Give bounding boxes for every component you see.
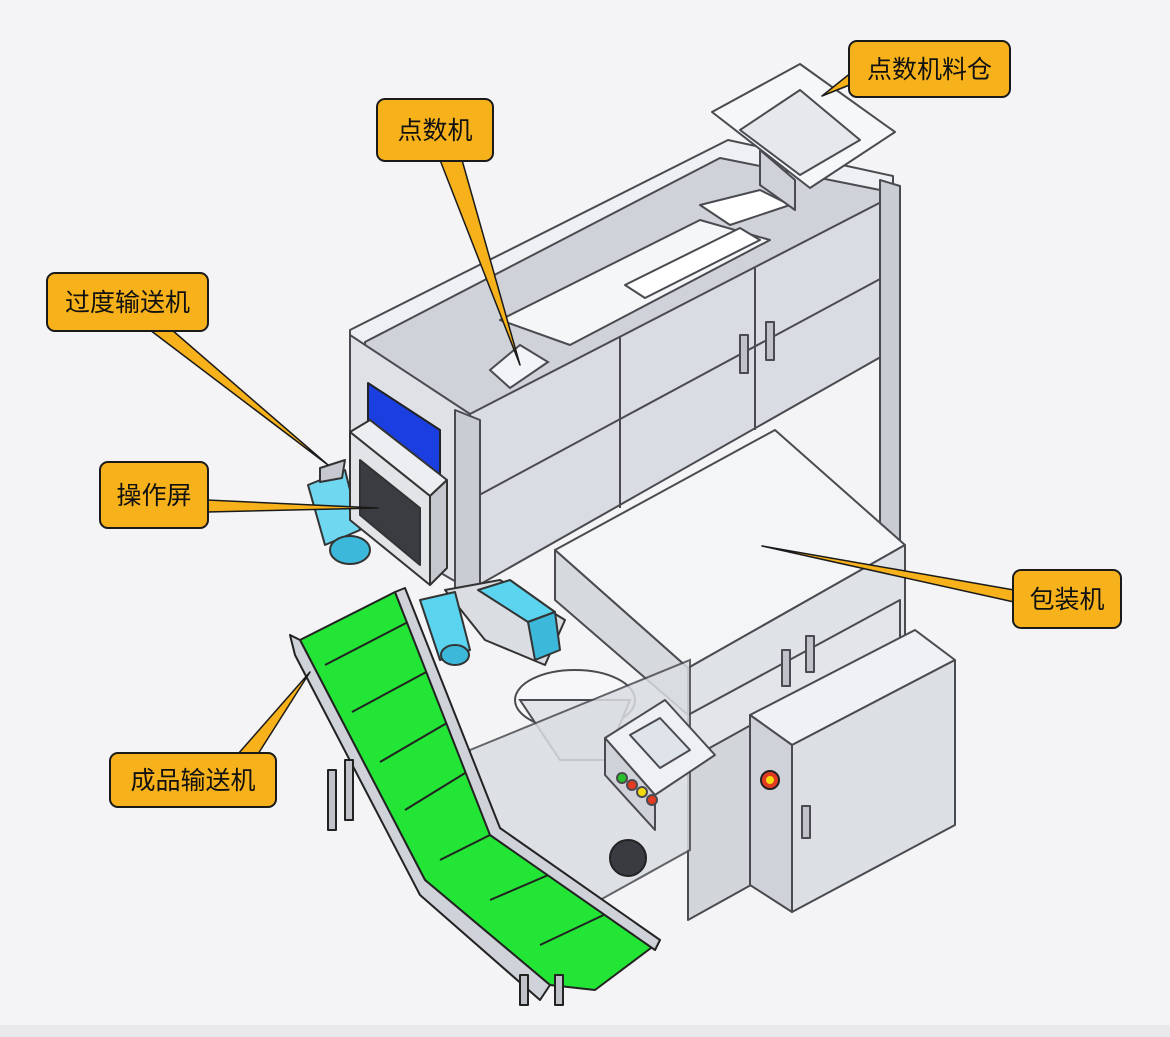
- packer-control-panel: [604, 699, 716, 831]
- leader-transfer: [149, 329, 329, 466]
- bottom-strip: [0, 1025, 1170, 1037]
- label-finished-conveyor: 成品输送机: [109, 752, 277, 808]
- label-transfer-conveyor: 过度输送机: [46, 272, 209, 332]
- hopper: [711, 63, 896, 211]
- leader-output: [237, 671, 311, 755]
- operation-screen: [349, 419, 448, 586]
- counting-machine-frame: [349, 139, 901, 601]
- label-counter-hopper: 点数机料仓: [848, 40, 1011, 98]
- leader-lines: [149, 71, 1015, 755]
- counter-chute: [488, 343, 550, 390]
- label-operation-screen: 操作屏: [99, 461, 209, 529]
- electrical-cabinet: [749, 629, 956, 913]
- label-packaging-machine: 包装机: [1012, 569, 1122, 629]
- finished-product-conveyor: [289, 587, 661, 1006]
- label-counter: 点数机: [376, 98, 494, 162]
- handwheel: [609, 839, 647, 877]
